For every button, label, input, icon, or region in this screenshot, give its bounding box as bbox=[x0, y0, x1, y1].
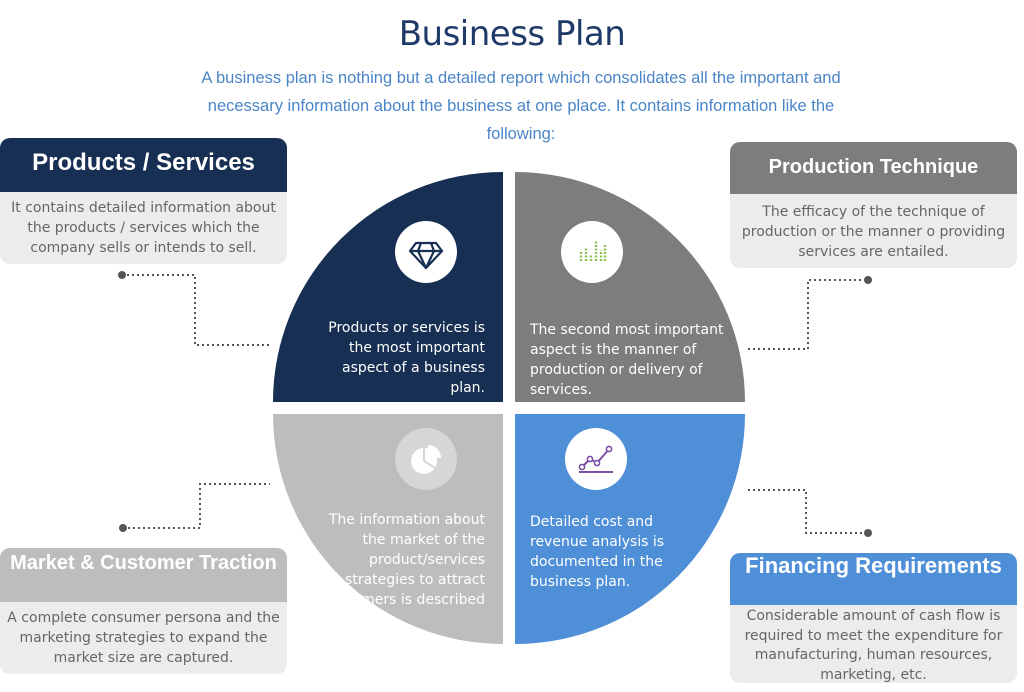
connector-dot-production bbox=[864, 276, 872, 284]
card-financing: Financing Requirements Considerable amou… bbox=[730, 553, 1017, 683]
card-products-body: It contains detailed information about t… bbox=[0, 192, 287, 264]
connector-market bbox=[123, 483, 270, 529]
card-market: Market & Customer Traction A complete co… bbox=[0, 548, 287, 674]
connector-financing bbox=[748, 489, 868, 534]
quadrant-top-right-text: The second most important aspect is the … bbox=[530, 322, 724, 398]
card-market-heading: Market & Customer Traction bbox=[0, 548, 287, 602]
page-subtitle: A business plan is nothing but a detaile… bbox=[201, 69, 841, 143]
quadrant-bottom-left-text: The information about the market of the … bbox=[323, 512, 485, 608]
page-title: Business Plan bbox=[398, 14, 626, 54]
connector-dot-market bbox=[119, 524, 127, 532]
quadrant-top-left-text: Products or services is the most importa… bbox=[328, 320, 485, 396]
card-financing-body: Considerable amount of cash flow is requ… bbox=[730, 605, 1017, 683]
connector-dot-products bbox=[118, 271, 126, 279]
line-chart-icon bbox=[565, 428, 627, 490]
connector-products bbox=[122, 274, 270, 346]
card-production: Production Technique The efficacy of the… bbox=[730, 142, 1017, 268]
pie-chart-icon bbox=[395, 428, 457, 490]
card-market-body: A complete consumer persona and the mark… bbox=[0, 602, 287, 674]
diamond-icon bbox=[395, 221, 457, 283]
quadrant-bottom-right-text: Detailed cost and revenue analysis is do… bbox=[530, 514, 665, 590]
bar-chart-icon bbox=[561, 221, 623, 283]
connector-dot-financing bbox=[864, 529, 872, 537]
card-production-body: The efficacy of the technique of product… bbox=[730, 194, 1017, 268]
card-production-heading: Production Technique bbox=[730, 142, 1017, 194]
card-financing-heading: Financing Requirements bbox=[730, 553, 1017, 605]
card-products-heading: Products / Services bbox=[0, 138, 287, 192]
card-products: Products / Services It contains detailed… bbox=[0, 138, 287, 264]
connector-production bbox=[748, 279, 868, 350]
